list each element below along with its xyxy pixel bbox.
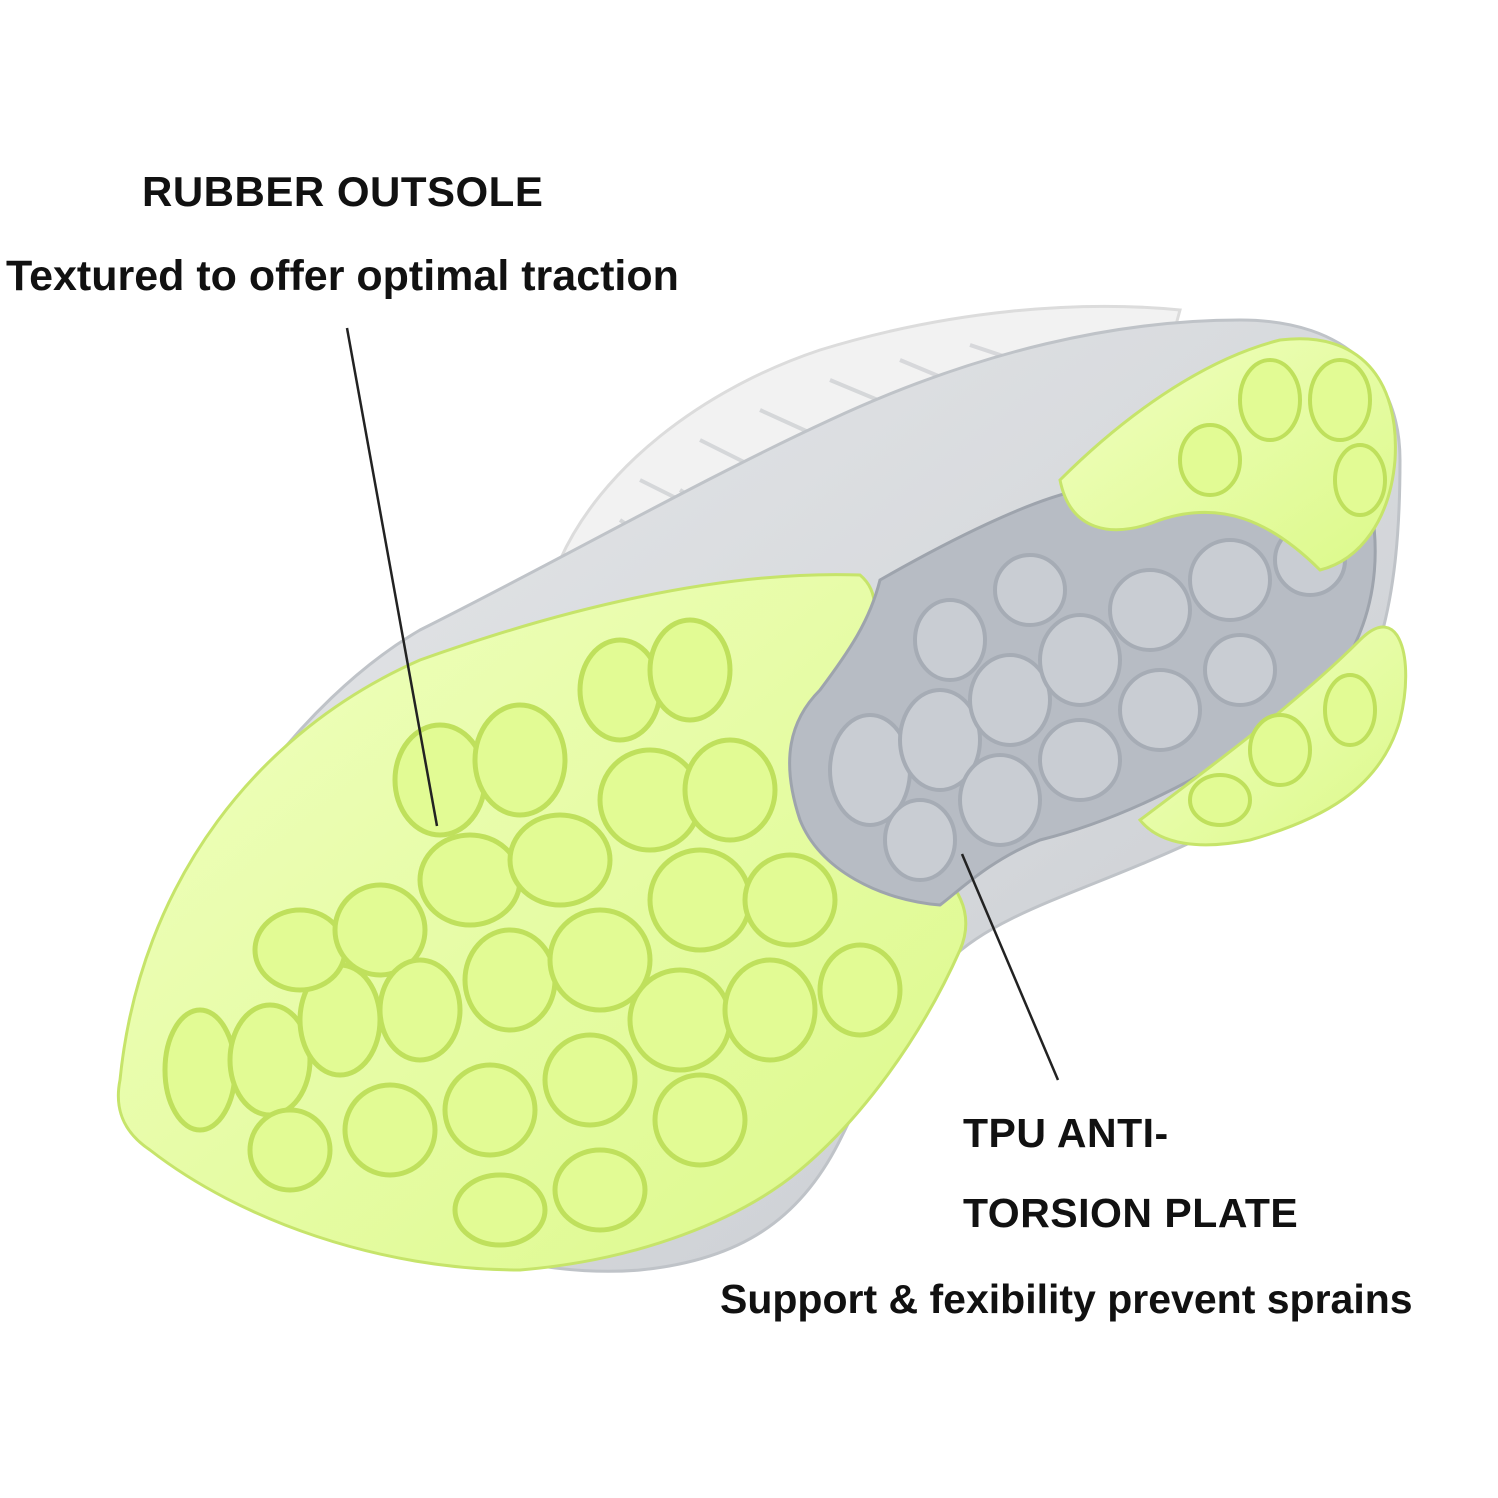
- forefoot-lugs: [162, 617, 903, 1248]
- tpu-leader-line: [960, 853, 1060, 1081]
- outsole-leader-line: [345, 327, 439, 827]
- tpu-plate-description: Support & fexibility prevent sprains: [720, 1276, 1413, 1322]
- tpu-plate-title-line2: TORSION PLATE: [963, 1190, 1299, 1236]
- outsole-description: Textured to offer optimal traction: [6, 252, 679, 300]
- outsole-title: RUBBER OUTSOLE: [142, 168, 544, 215]
- tpu-plate-title-line1: TPU ANTI-: [963, 1110, 1169, 1156]
- heel-lugs: [1178, 358, 1387, 827]
